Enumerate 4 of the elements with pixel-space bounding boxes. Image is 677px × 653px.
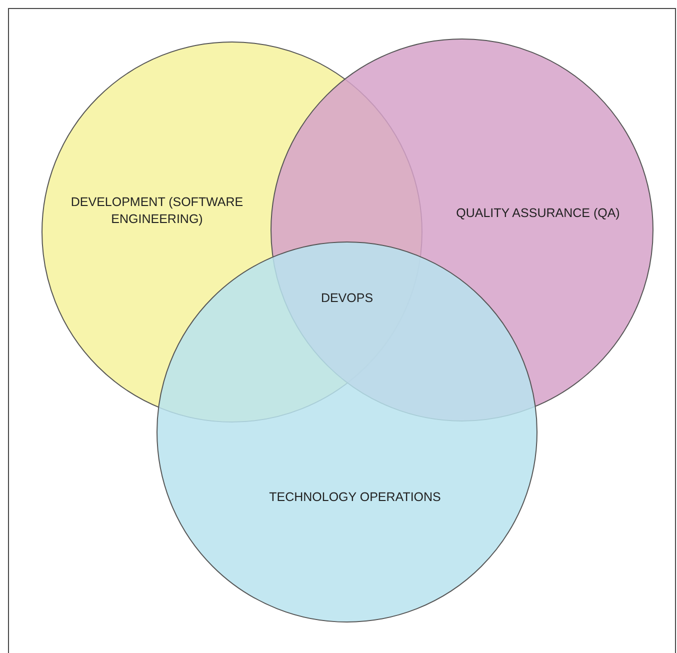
overlap-label: DEVOPS: [320, 290, 374, 307]
circle-label: DEVELOPMENT (SOFTWARE ENGINEERING): [70, 194, 244, 228]
circle-label: QUALITY ASSURANCE (QA): [455, 205, 621, 222]
circle-label: TECHNOLOGY OPERATIONS: [268, 489, 442, 506]
